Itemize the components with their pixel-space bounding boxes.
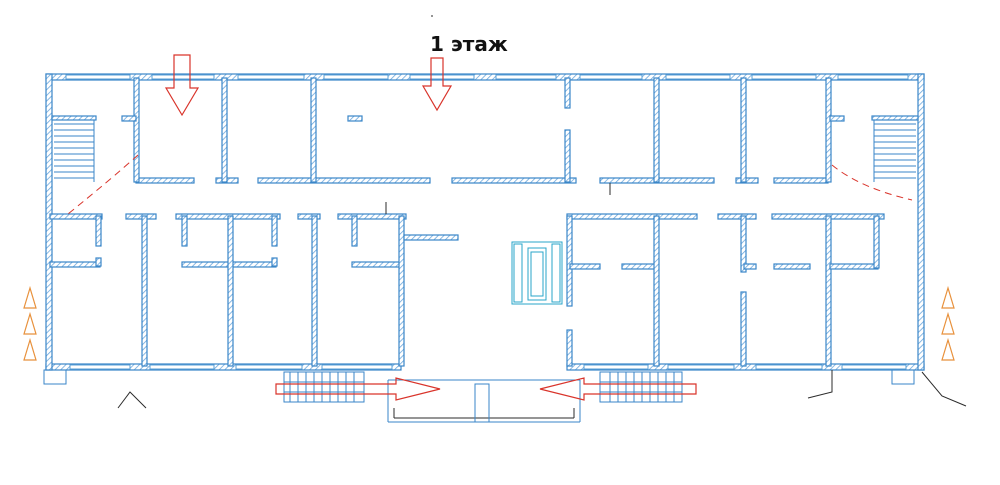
- corridor-wall-south: [337, 213, 407, 220]
- partition: [403, 234, 459, 241]
- partition: [653, 215, 660, 367]
- partition: [564, 77, 571, 109]
- entry-arrow-icon: [421, 57, 453, 112]
- corridor-wall-south: [297, 213, 321, 220]
- partition: [825, 215, 832, 367]
- partition: [829, 263, 879, 270]
- partition: [825, 77, 832, 183]
- partition: [621, 263, 657, 270]
- corridor-wall-south: [49, 213, 103, 220]
- window: [837, 74, 909, 80]
- partition: [873, 215, 880, 269]
- entry-arrow-icon: [164, 54, 200, 117]
- elevator-icon: [511, 241, 563, 305]
- partition: [227, 215, 234, 367]
- partition: [743, 263, 757, 270]
- window: [151, 74, 215, 80]
- window: [409, 74, 475, 80]
- window: [579, 74, 643, 80]
- partition: [740, 291, 747, 367]
- partition: [653, 77, 660, 183]
- north-partitions: [121, 77, 845, 183]
- partition: [121, 115, 137, 122]
- window: [667, 364, 735, 370]
- partition: [398, 215, 405, 367]
- partition: [221, 77, 228, 183]
- partition: [740, 77, 747, 183]
- partition: [49, 261, 101, 268]
- south-partitions: [49, 215, 880, 367]
- window: [149, 364, 215, 370]
- leader-lines: [117, 15, 967, 409]
- corridor-wall-north: [773, 177, 829, 184]
- partition: [569, 263, 601, 270]
- south-windows: [69, 364, 907, 370]
- evacuation-route-west: [67, 154, 139, 215]
- window: [65, 74, 131, 80]
- window: [665, 74, 731, 80]
- partition: [351, 215, 358, 247]
- partition: [95, 215, 102, 247]
- west-staircase: [51, 115, 97, 182]
- partition: [351, 261, 401, 268]
- evacuation-arrow-icon: [539, 377, 697, 401]
- partition: [181, 215, 188, 247]
- partition: [271, 215, 278, 247]
- corridor-wall-south: [566, 213, 698, 220]
- west-wall: [45, 73, 53, 371]
- evacuation-arrow-icon: [275, 377, 441, 401]
- corridor-wall-south: [125, 213, 157, 220]
- window: [237, 74, 305, 80]
- partition: [310, 77, 317, 183]
- floor-title: 1 этаж: [430, 32, 508, 56]
- corner-column: [43, 369, 67, 385]
- partition: [95, 257, 102, 267]
- partition: [564, 129, 571, 183]
- window: [751, 74, 817, 80]
- window: [495, 74, 557, 80]
- partition: [347, 115, 363, 122]
- window: [841, 364, 907, 370]
- corridor-wall-south: [717, 213, 757, 220]
- east-staircase: [871, 115, 919, 182]
- window: [583, 364, 649, 370]
- partition: [740, 215, 747, 273]
- corridor-wall-north: [257, 177, 431, 184]
- partition: [773, 263, 811, 270]
- partition: [133, 77, 140, 183]
- corridor-walls: [49, 177, 885, 220]
- window: [323, 74, 389, 80]
- north-windows: [65, 74, 909, 80]
- window: [321, 364, 393, 370]
- partition: [311, 215, 318, 367]
- window: [69, 364, 131, 370]
- window: [755, 364, 823, 370]
- window: [235, 364, 303, 370]
- warning-triangle-icon: [941, 285, 955, 361]
- partition: [141, 215, 148, 367]
- entrance-porch: [283, 371, 683, 423]
- east-wall: [917, 73, 925, 371]
- corridor-wall-north: [135, 177, 195, 184]
- corridor-wall-north: [451, 177, 577, 184]
- partition: [271, 257, 278, 267]
- partition: [829, 115, 845, 122]
- evacuation-route-east: [831, 164, 913, 201]
- warning-triangle-icon: [23, 285, 37, 361]
- outer-walls: [45, 73, 925, 371]
- partition: [566, 215, 573, 307]
- partition: [566, 329, 573, 367]
- corner-column: [891, 369, 915, 385]
- corridor-wall-north: [735, 177, 759, 184]
